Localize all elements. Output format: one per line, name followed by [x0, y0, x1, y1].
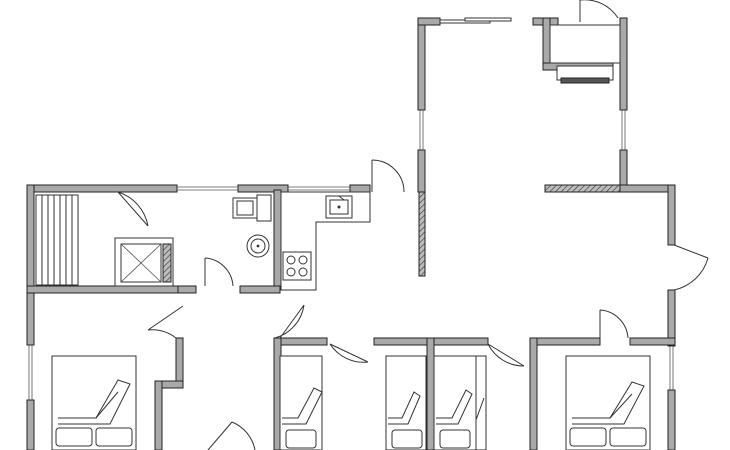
shower-tray — [114, 237, 174, 287]
toilet — [232, 194, 272, 222]
door-swing-icon — [117, 0, 709, 450]
bunk-bed — [385, 355, 487, 450]
wash-basin — [246, 234, 270, 258]
window-icon — [28, 110, 674, 400]
sauna-bench — [35, 194, 79, 286]
single-bed — [279, 355, 323, 450]
double-bed — [565, 355, 651, 450]
wardrobe-unit — [549, 24, 621, 84]
sliding-door-icon — [439, 17, 512, 24]
cooktop — [282, 251, 312, 281]
double-bed — [51, 355, 137, 450]
